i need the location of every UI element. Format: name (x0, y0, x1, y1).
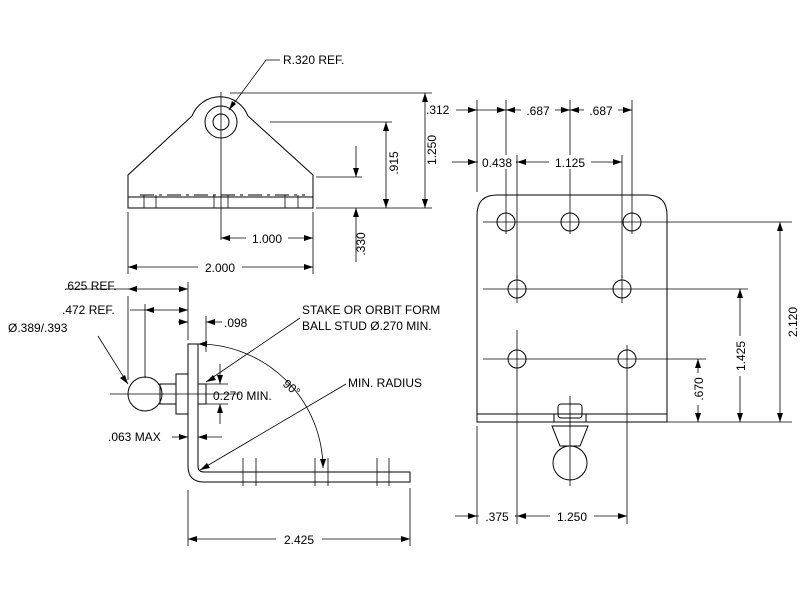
dim-2000-label: 2.000 (205, 261, 235, 275)
dim-670-label: .670 (692, 377, 706, 401)
dia-389-label: Ø.389/.393 (8, 321, 68, 335)
arrowhead (506, 107, 515, 113)
side-view: .625 REF. .472 REF. Ø.389/.393 .098 STAK… (8, 279, 440, 547)
front-view: .312 .687 .687 0.438 1.125 2.120 1.425 . (426, 100, 800, 524)
label-bg (479, 509, 515, 523)
dim-687a-label: .687 (526, 104, 550, 118)
label-bg (246, 230, 288, 245)
label-bg (550, 509, 594, 523)
dim-1125-label: 1.125 (555, 156, 585, 170)
arrowhead (179, 319, 188, 325)
arrowhead (497, 107, 506, 113)
stake-leader (205, 317, 301, 383)
dim-330-label: .330 (354, 232, 368, 256)
min-radius-label: MIN. RADIUS (348, 376, 422, 390)
arrowhead (179, 434, 188, 440)
dim-375-label: .375 (485, 510, 509, 524)
dim-1250-label: 1.250 (425, 135, 439, 165)
stake-note-line1: STAKE OR ORBIT FORM (302, 303, 440, 317)
r320-label: R.320 REF. (283, 53, 344, 67)
arrowhead (695, 359, 701, 368)
arrowhead (383, 199, 389, 208)
dim-1250h-label: 1.250 (557, 510, 587, 524)
arrowhead (198, 341, 207, 347)
arrowhead (422, 199, 428, 208)
arrowhead (383, 122, 389, 131)
min-radius-leader (199, 383, 347, 471)
dim-1000-label: 1.000 (252, 232, 282, 246)
label-bg (734, 336, 748, 376)
arrowhead (206, 319, 215, 325)
bracket-profile (187, 343, 411, 483)
arrowhead (200, 463, 210, 470)
dim-2425-label: 2.425 (284, 533, 314, 547)
arrowhead (561, 107, 570, 113)
arrowhead (128, 286, 137, 292)
arrowhead (468, 159, 477, 165)
arrowhead (777, 222, 783, 231)
label-bg (521, 103, 555, 117)
arrowhead (618, 513, 627, 519)
arrowhead (206, 375, 216, 382)
arrowhead (179, 286, 188, 292)
dim-0270-label: 0.270 MIN. (213, 389, 272, 403)
arrowhead (401, 536, 410, 542)
arrowhead (304, 235, 313, 241)
arrowhead (320, 459, 326, 468)
arrowhead (422, 93, 428, 102)
dia-389-leader (97, 335, 129, 385)
arrowhead (217, 375, 223, 384)
arrowhead (353, 208, 359, 217)
arrowhead (188, 536, 197, 542)
top-view: R.320 REF. 1.250 .915 .330 1.000 (127, 53, 439, 275)
arrowhead (221, 235, 230, 241)
arrowhead (517, 159, 526, 165)
arrowhead (613, 159, 622, 165)
arrowhead (145, 307, 154, 313)
arrowhead (623, 107, 632, 113)
dim-312-label: .312 (426, 103, 450, 117)
arrowhead (737, 289, 743, 298)
arrowhead (695, 413, 701, 422)
arrowhead (120, 375, 128, 384)
front-plate-outline (476, 194, 668, 423)
dim-063-label: .063 MAX (108, 430, 161, 444)
arrowhead (737, 413, 743, 422)
dim-2120-label: 2.120 (786, 307, 800, 337)
arrowhead (517, 513, 526, 519)
angle-90-arc (197, 343, 324, 469)
arrowhead (777, 413, 783, 422)
label-bg (276, 531, 322, 546)
arrowhead (179, 307, 188, 313)
label-bg (549, 155, 591, 169)
dim-098-label: .098 (224, 316, 248, 330)
arrowhead (468, 513, 477, 519)
dim-1425-label: 1.425 (734, 341, 748, 371)
label-bg (478, 155, 516, 169)
dim-472-label: .472 REF. (62, 303, 115, 317)
dim-915-label: .915 (387, 151, 401, 175)
stud-neck-front (551, 425, 589, 447)
dim-0438-label: 0.438 (482, 156, 512, 170)
arrowhead (353, 168, 359, 177)
arrowhead (217, 404, 223, 413)
r320-leader (228, 59, 280, 111)
label-bg (198, 259, 242, 274)
arrowhead (128, 264, 137, 270)
arrowhead (198, 434, 207, 440)
arrowhead (229, 101, 236, 110)
arrowhead (570, 107, 579, 113)
label-bg (692, 373, 706, 405)
stake-note-line2: BALL STUD Ø.270 MIN. (302, 319, 432, 333)
arrowhead (304, 264, 313, 270)
arrowhead (468, 107, 477, 113)
top-view-outline (127, 96, 314, 209)
label-bg (584, 103, 618, 117)
dim-625-label: .625 REF. (64, 279, 117, 293)
dim-687b-label: .687 (589, 104, 613, 118)
